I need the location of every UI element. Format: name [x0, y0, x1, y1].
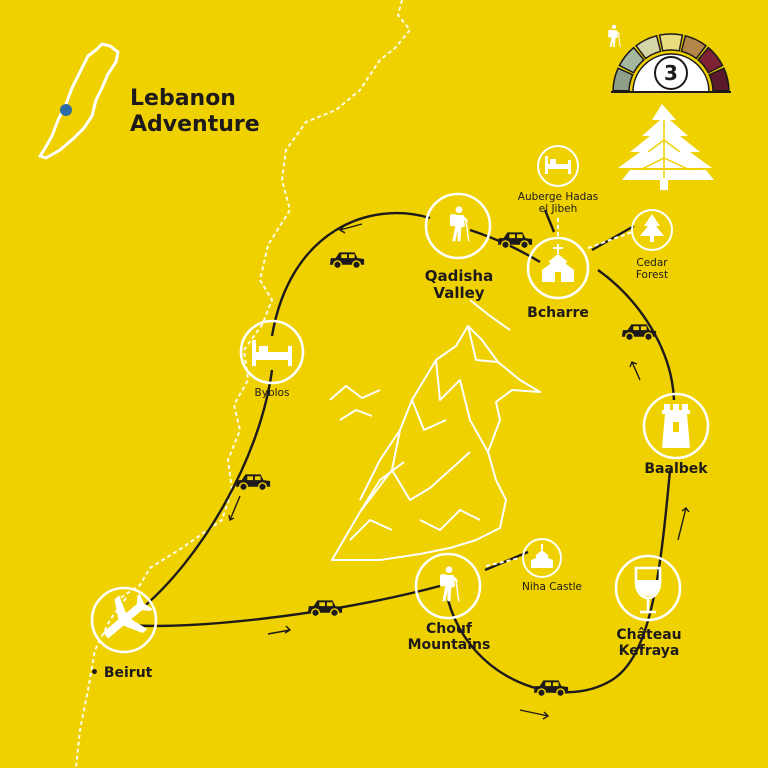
label-beirut[interactable]: • Beirut: [90, 665, 153, 681]
gauge-segment: [680, 34, 708, 60]
lebanon-outline: [38, 42, 120, 160]
gauge-segment: [708, 67, 730, 92]
jeep-icon: [533, 679, 569, 698]
label-bcharre[interactable]: Bcharre: [527, 305, 589, 321]
stop-circle-bcharre: [526, 236, 590, 300]
label-chouf[interactable]: Chouf Mountains: [407, 621, 491, 653]
jeep-icon: [307, 599, 343, 618]
difficulty-level-badge: 3: [654, 56, 688, 90]
label-niha-castle[interactable]: Niha Castle: [522, 581, 582, 593]
mountains-illustration: [329, 299, 541, 561]
side-link: [485, 557, 521, 567]
stop-circle-qadisha: [424, 192, 492, 260]
route-path: [129, 209, 676, 694]
title-line-2: Adventure: [130, 112, 260, 138]
jeep-icon: [235, 473, 271, 492]
cedar-tree-illustration: [618, 104, 714, 190]
side-stop-niha: [522, 538, 562, 578]
label-kefraya[interactable]: Château Kefraya: [616, 627, 682, 659]
location-marker: [60, 104, 72, 116]
title-line-1: Lebanon: [130, 86, 236, 111]
cedar-tree-icon: [640, 214, 664, 242]
hiker-icon: [438, 565, 460, 603]
stop-circle-baalbek: [642, 392, 710, 460]
label-qadisha[interactable]: Qadisha Valley: [424, 267, 494, 302]
hiker-icon: [448, 205, 470, 243]
jeep-icon: [329, 251, 365, 270]
label-baalbek[interactable]: Baalbek: [644, 461, 708, 477]
hiker-icon: [607, 24, 621, 48]
stop-circle-beirut: [90, 586, 158, 654]
gauge-segment: [612, 67, 634, 92]
coast-line: [75, 597, 127, 768]
route-arrows: [228, 223, 690, 720]
stop-circle-chouf: [414, 552, 482, 620]
side-stop-cedar: [631, 209, 673, 251]
church-icon: [531, 544, 553, 568]
label-cedar-forest[interactable]: Cedar Forest: [635, 257, 669, 281]
map-title: Lebanon Adventure: [130, 86, 260, 139]
stop-circle-kefraya: [614, 554, 682, 622]
side-stop-auberge: [537, 145, 579, 187]
jeep-icon: [497, 231, 533, 250]
airplane-icon: [103, 593, 153, 639]
bed-icon: [252, 340, 292, 366]
label-auberge[interactable]: Auberge Hadas el Jibeh: [517, 191, 599, 215]
bed-icon: [545, 156, 571, 174]
gauge-segment: [658, 33, 684, 52]
label-byblos[interactable]: Byblos: [254, 387, 290, 399]
stop-circle-byblos: [239, 319, 305, 385]
wine-glass-icon: [634, 566, 662, 614]
gauge-segment: [618, 46, 646, 74]
border-line: [119, 0, 412, 599]
gauge-segment: [696, 46, 724, 74]
gauge-segment: [634, 34, 662, 60]
side-link: [587, 231, 633, 249]
